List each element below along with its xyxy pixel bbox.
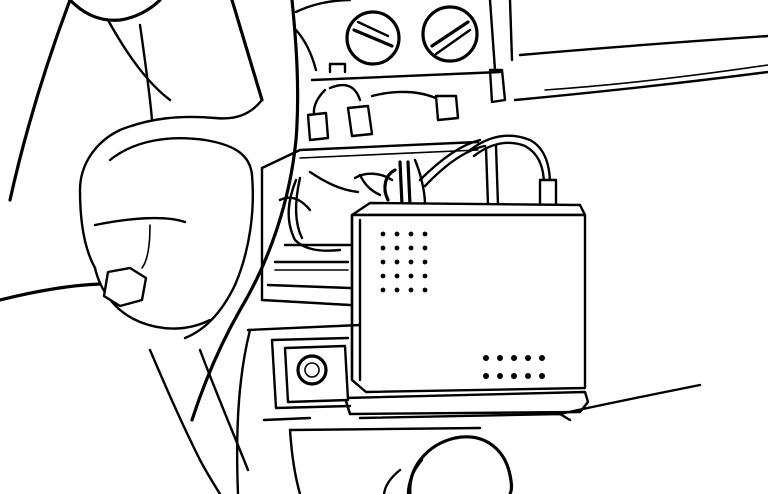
port-jack: [497, 373, 503, 379]
vent-hole: [380, 273, 386, 279]
vent-knob-right: [421, 5, 479, 63]
vent-hole: [394, 273, 400, 279]
connector-plug-1: [306, 111, 330, 142]
vent-hole: [380, 259, 386, 265]
control-knob: [296, 354, 328, 386]
radio-front-face: [350, 213, 587, 394]
antenna-plug: [538, 178, 558, 207]
dash-top: [294, 0, 768, 159]
vent-hole: [394, 259, 400, 265]
port-jack: [539, 373, 545, 379]
port-jack: [539, 355, 545, 361]
vent-hole: [394, 231, 400, 237]
radio-port-grid: [483, 355, 545, 379]
radio-tray: [343, 390, 590, 416]
vent-hole: [408, 287, 414, 293]
vent-knob-left: [345, 10, 401, 66]
port-jack: [511, 373, 517, 379]
vent-hole: [422, 259, 428, 265]
radio-top-face: [350, 201, 587, 217]
port-jack: [525, 373, 531, 379]
vent-hole: [394, 287, 400, 293]
port-jack: [483, 355, 489, 361]
wiring-harness: [353, 134, 558, 207]
radio-vent-grid: [380, 231, 428, 293]
vent-hole: [380, 245, 386, 251]
upper-wiring: [306, 62, 507, 142]
switch-bezel: [283, 344, 350, 404]
radio-cavity: [260, 148, 382, 307]
lower-console: [246, 323, 702, 494]
vent-hole: [408, 273, 414, 279]
steering-wheel: [0, 0, 300, 494]
port-jack: [511, 355, 517, 361]
connector-plug-3: [434, 94, 460, 122]
vent-hole: [380, 231, 386, 237]
connector-plug-2: [346, 104, 374, 138]
vent-hole: [408, 231, 414, 237]
vent-hole: [422, 273, 428, 279]
port-jack: [497, 355, 503, 361]
port-jack: [483, 373, 489, 379]
port-jack: [525, 355, 531, 361]
vent-hole: [408, 245, 414, 251]
vent-hole: [422, 231, 428, 237]
horn-pad: [102, 266, 148, 308]
radio-unit: [343, 201, 590, 416]
vent-hole: [394, 245, 400, 251]
vent-hole: [422, 287, 428, 293]
vent-hole: [380, 287, 386, 293]
vent-hole: [408, 259, 414, 265]
vent-hole: [422, 245, 428, 251]
